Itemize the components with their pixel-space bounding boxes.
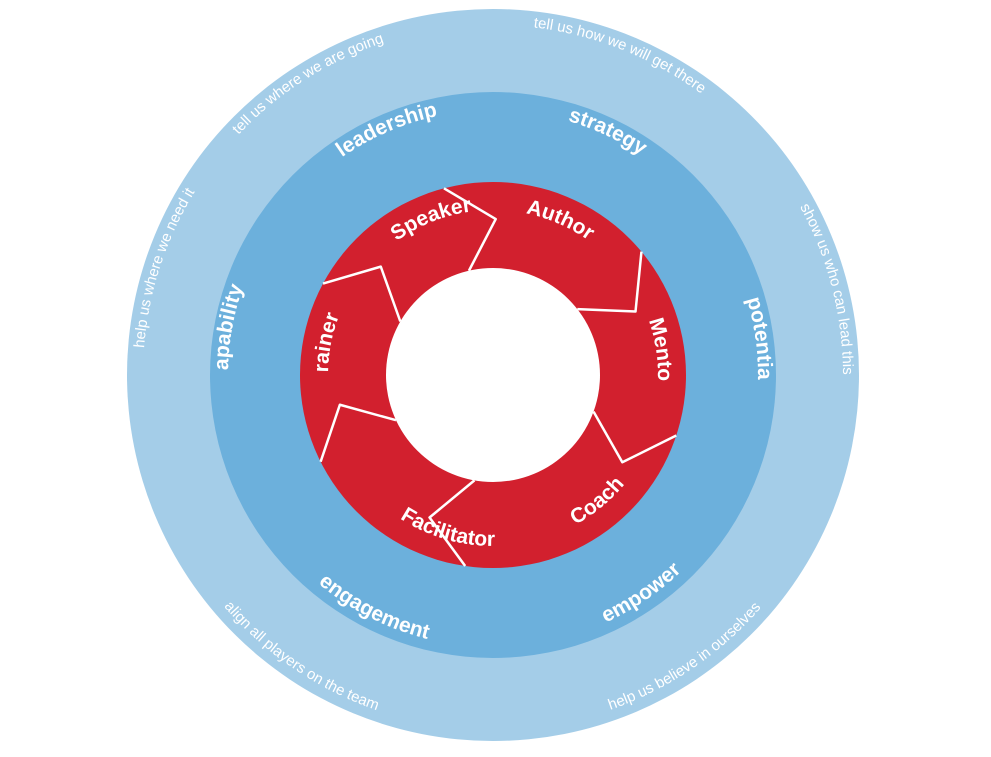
segment-divider: [322, 265, 402, 322]
segment-divider: [428, 479, 476, 567]
inner-ring-dividers: [319, 187, 677, 567]
segment-divider: [319, 403, 397, 463]
segment-divider: [592, 410, 677, 464]
center-circle: [386, 268, 600, 482]
segment-divider: [577, 251, 643, 313]
segment-divider: [443, 187, 497, 272]
